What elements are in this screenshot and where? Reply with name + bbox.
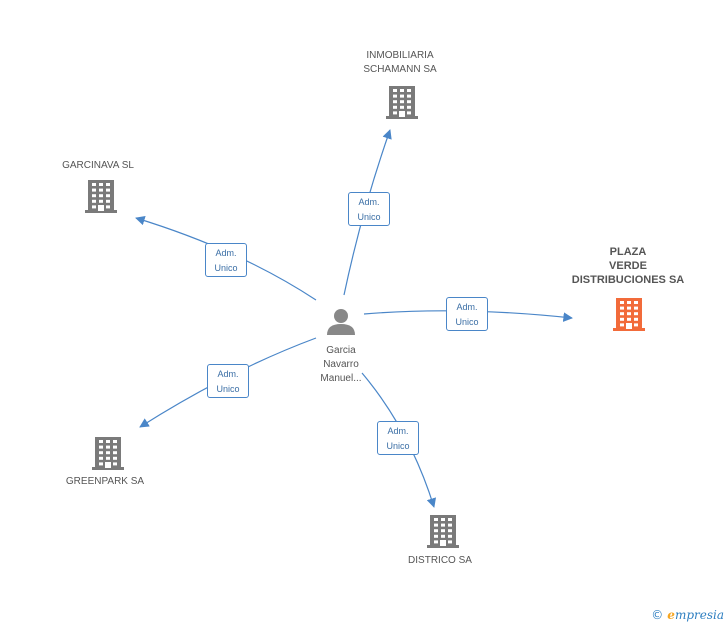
building-icon[interactable] [613, 298, 645, 331]
company-label-districo[interactable]: DISTRICO SA [408, 555, 472, 566]
building-icon[interactable] [427, 515, 459, 548]
copyright-symbol: © [651, 608, 664, 622]
building-icon[interactable] [92, 437, 124, 470]
role-badge-greenpark[interactable]: Adm.Unico [207, 364, 249, 398]
role-badge-inmobiliaria[interactable]: Adm.Unico [348, 192, 390, 226]
role-badge-garcinava[interactable]: Adm.Unico [205, 243, 247, 277]
company-label-greenpark[interactable]: GREENPARK SA [65, 476, 145, 487]
person-label[interactable]: Garcia Navarro Manuel... [320, 345, 362, 384]
role-badge-districo[interactable]: Adm.Unico [377, 421, 419, 455]
company-label-plaza[interactable]: PLAZA VERDE DISTRIBUCIONES SA [571, 246, 685, 286]
person-icon[interactable] [327, 309, 355, 335]
building-icon[interactable] [386, 86, 418, 119]
brand-logo[interactable]: ©empresia [651, 608, 724, 622]
role-badge-plaza[interactable]: Adm.Unico [446, 297, 488, 331]
building-icon[interactable] [85, 180, 117, 213]
company-label-garcinava[interactable]: GARCINAVA SL [62, 160, 134, 171]
company-label-inmobiliaria[interactable]: INMOBILIARIA SCHAMANN SA [363, 50, 437, 75]
